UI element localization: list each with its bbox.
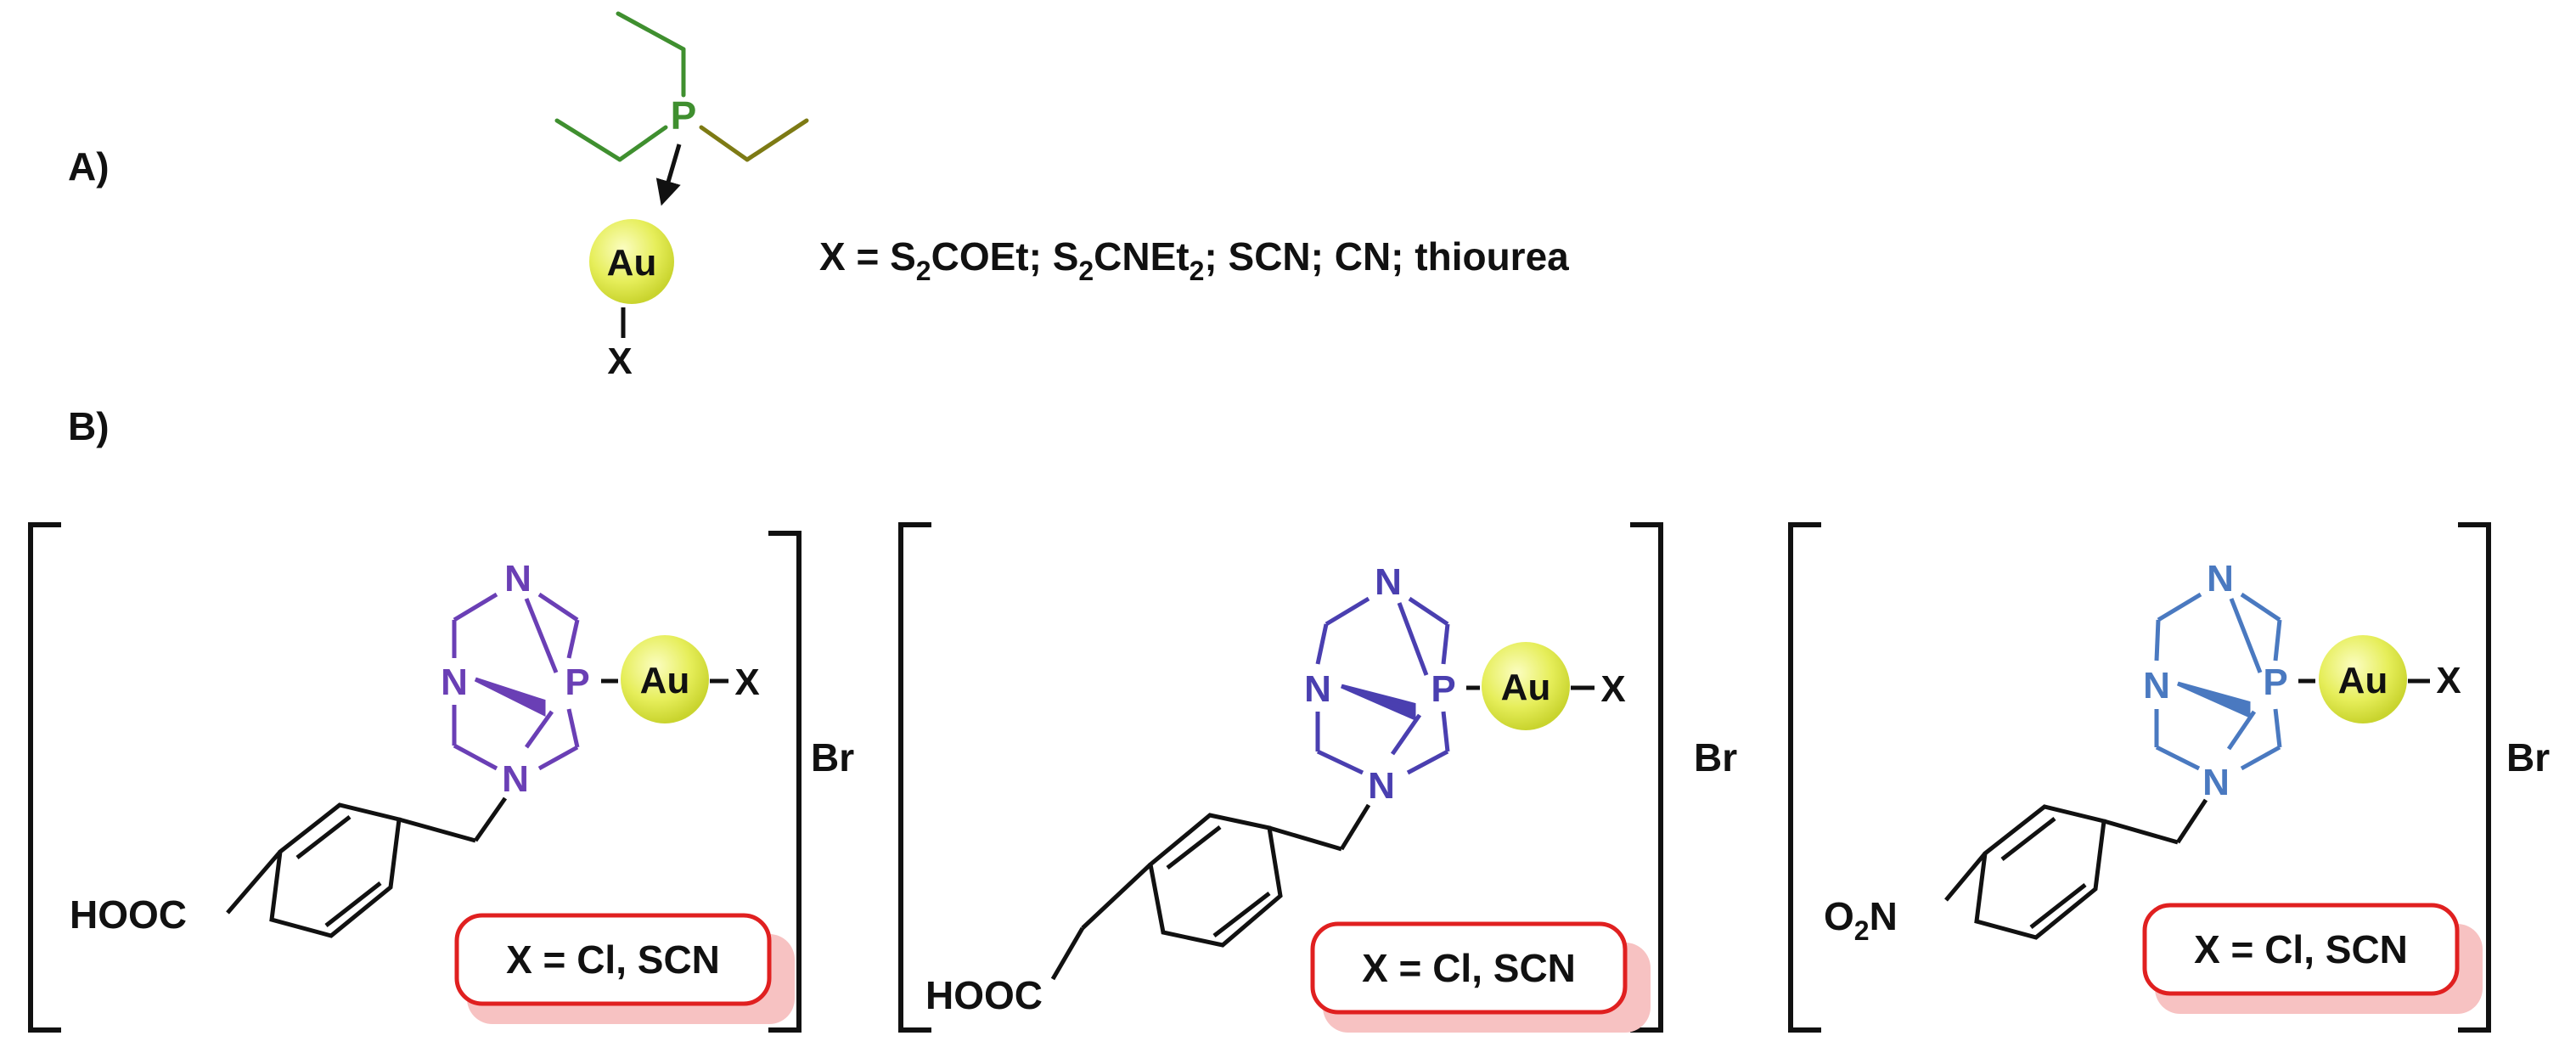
x-box: [454, 913, 772, 1006]
aryl-group: [226, 797, 508, 938]
gold-atom: Au: [640, 660, 690, 701]
bond-ch2-ch3-top: [616, 11, 686, 52]
x-values: X = Cl, SCN: [2194, 927, 2408, 971]
nitrogen-left: N: [441, 661, 468, 703]
carboxymethyl-group: HOOC: [925, 973, 1043, 1017]
nitrogen-left: N: [1304, 668, 1331, 710]
x-box: [2142, 903, 2460, 996]
gold-sphere: [2319, 635, 2407, 723]
triethylphosphine: [554, 11, 809, 162]
bracket-right: [1630, 522, 1663, 1033]
nitrogen-bottom: N: [502, 758, 529, 800]
panel-a: A) P Au X X = S2COEt; S2CNEt2; SCN; CN; …: [68, 11, 1569, 382]
ligand-x: X: [1600, 668, 1625, 710]
ligand-x: X: [607, 341, 632, 382]
x-values: X = Cl, SCN: [506, 937, 720, 982]
nitrogen-top: N: [504, 558, 532, 599]
bond-p-ch2-right: [699, 125, 750, 162]
bracket-left: [898, 522, 931, 1033]
pta-cage: [2154, 592, 2282, 771]
ligand-x: X: [734, 661, 759, 703]
panel-b-label: B): [68, 404, 110, 448]
bond-ch2-ch3-right: [745, 118, 809, 162]
compound-2: Br N N N P Au X: [898, 522, 1737, 1033]
compound-1: Br N N N P Au X: [28, 522, 854, 1033]
pta-cage: [1315, 596, 1450, 775]
gold-atom: Au: [2338, 660, 2388, 701]
x-values: X = Cl, SCN: [1362, 946, 1576, 990]
bond-p-ch2-left: [617, 125, 668, 162]
phosphorus-atom: P: [671, 93, 697, 138]
gold-atom: Au: [1501, 667, 1551, 708]
panel-a-label: A): [68, 144, 110, 189]
aryl-group: [1050, 803, 1371, 981]
compound-3: Br N N N P Au X: [1788, 522, 2550, 1033]
phosphorus-atom: P: [2263, 661, 2287, 703]
carboxyl-group: HOOC: [70, 892, 187, 937]
gold-sphere: [589, 219, 674, 304]
gold-sphere: [621, 635, 709, 723]
bracket-left: [1788, 522, 1821, 1033]
counterion: Br: [2506, 735, 2550, 780]
counterion: Br: [1694, 735, 1737, 780]
pta-cage: [452, 592, 580, 771]
bracket-left: [28, 522, 61, 1033]
ligand-x: X: [2436, 660, 2461, 701]
nitrogen-top: N: [1375, 561, 1402, 603]
bond-ch2-ch3-left: [554, 118, 622, 162]
gold-atom: Au: [607, 242, 657, 284]
bracket-right: [768, 531, 801, 1033]
gold-sphere: [1482, 642, 1570, 730]
aryl-group: [1944, 798, 2208, 940]
nitrogen-bottom: N: [2202, 762, 2230, 803]
phosphorus-atom: P: [565, 661, 589, 703]
nitro-group: O2N: [1824, 894, 1898, 946]
x-box: [1310, 921, 1628, 1015]
bracket-right: [2458, 522, 2491, 1033]
x-definition: X = S2COEt; S2CNEt2; SCN; CN; thiourea: [819, 234, 1569, 286]
nitrogen-bottom: N: [1368, 765, 1395, 807]
counterion: Br: [811, 735, 854, 780]
nitrogen-top: N: [2207, 558, 2234, 599]
nitrogen-left: N: [2143, 665, 2170, 706]
phosphorus-atom: P: [1431, 668, 1455, 710]
dative-bond-arrow: [655, 144, 682, 206]
